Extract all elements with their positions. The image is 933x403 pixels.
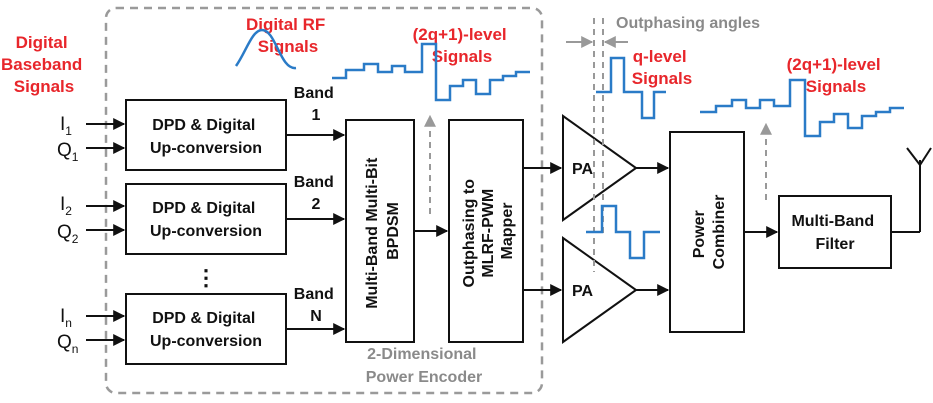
- antenna-icon: [891, 147, 932, 233]
- q-level-wave-bottom: [586, 204, 660, 260]
- svg-text:Qn: Qn: [57, 332, 78, 356]
- dpd-block-1: [125, 99, 287, 171]
- amplifier-triangle-icon: [562, 114, 638, 222]
- q-level-label: q-level Signals: [632, 47, 692, 88]
- multi-band-filter-block: [778, 195, 892, 269]
- svg-text:I2: I2: [60, 194, 72, 218]
- amplifier-triangle-icon: [562, 236, 638, 344]
- svg-text:In: In: [60, 306, 72, 330]
- digital-baseband-label: Digital Baseband Signals: [1, 33, 87, 96]
- multilevel-wave-left: [332, 42, 530, 102]
- dpd-block-2-label: DPD & Digital Up-conversion: [150, 200, 262, 240]
- digital-rf-label: Digital RF Signals: [246, 15, 330, 56]
- input-iq-n: In Qn: [57, 306, 126, 356]
- band-2-label: Band 2: [294, 174, 338, 213]
- dpd-block-1-label: DPD & Digital Up-conversion: [150, 117, 262, 157]
- mapper-label: Outphasing to MLRF-PWM Mapper: [461, 175, 516, 288]
- input-iq-2: I2 Q2: [57, 194, 126, 246]
- pa-1-label: PA: [572, 161, 593, 178]
- ellipsis: ⋮: [195, 265, 217, 290]
- dpd-block-2: [125, 183, 287, 255]
- sine-wave-icon: [234, 28, 297, 70]
- dpd-block-n: [125, 293, 287, 365]
- input-iq-1: I1 Q1: [57, 114, 126, 164]
- mapper-block: [448, 119, 524, 343]
- power-combiner-block: [669, 131, 745, 333]
- multilevel-right-label: (2q+1)-level Signals: [787, 55, 886, 96]
- power-combiner-label: Power Combiner: [691, 195, 728, 270]
- svg-text:Q2: Q2: [57, 222, 79, 246]
- bpdsm-block: [345, 119, 415, 343]
- pa-2-label: PA: [572, 283, 593, 300]
- multilevel-wave-right: [700, 78, 904, 138]
- filter-label: Multi-Band Filter: [791, 213, 878, 253]
- svg-text:I1: I1: [60, 114, 72, 138]
- multilevel-left-label: (2q+1)-level Signals: [413, 25, 512, 66]
- power-encoder-label: 2-Dimensional Power Encoder: [366, 346, 482, 386]
- svg-text:Q1: Q1: [57, 140, 79, 164]
- band-1-label: Band 1: [294, 85, 338, 124]
- bpdsm-label: Multi-Band Multi-Bit BPDSM: [364, 153, 402, 309]
- dpd-block-n-label: DPD & Digital Up-conversion: [150, 310, 262, 350]
- q-level-wave-top: [596, 56, 666, 120]
- band-n-label: Band N: [294, 286, 338, 325]
- outphasing-angles-label: Outphasing angles: [616, 15, 760, 32]
